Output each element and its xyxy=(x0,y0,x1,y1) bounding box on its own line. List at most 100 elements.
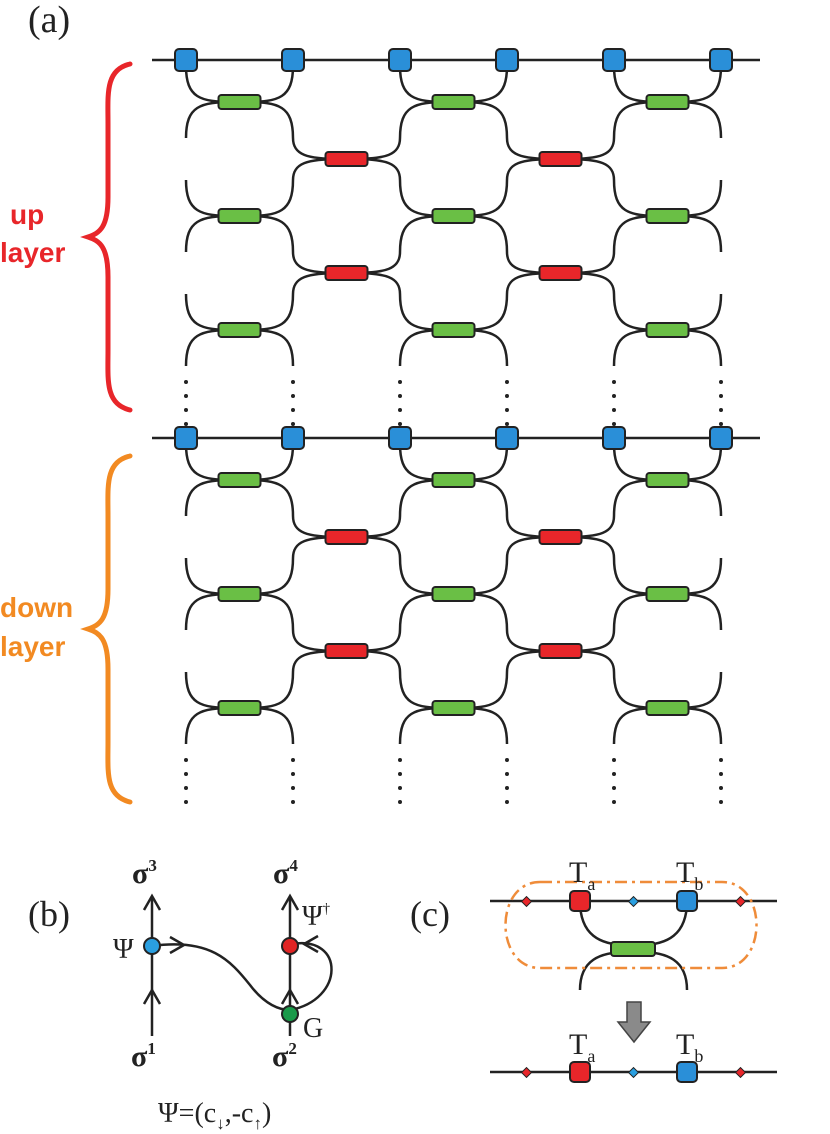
blue-tensor xyxy=(174,48,198,72)
psi-equation: Ψ=(c↓,-c↑) xyxy=(158,1098,271,1133)
tensor-tb-upper xyxy=(676,890,698,912)
diamond-right-lower xyxy=(734,1066,747,1079)
ellipsis-dot xyxy=(719,422,723,426)
diamond-center-upper xyxy=(627,895,640,908)
ellipsis-dot xyxy=(398,422,402,426)
tb-label-lower: Tb xyxy=(676,1028,703,1066)
ellipsis-dot xyxy=(505,800,509,804)
sigma-bottom-right: σ2 xyxy=(272,1039,297,1073)
down-arrow xyxy=(616,1001,652,1044)
green-tensor xyxy=(431,94,476,110)
ellipsis-dot xyxy=(505,422,509,426)
ellipsis-dot xyxy=(719,394,723,398)
green-tensor xyxy=(610,941,656,957)
ellipsis-dot xyxy=(398,380,402,384)
green-tensor xyxy=(431,322,476,338)
red-tensor xyxy=(324,151,369,167)
down-layer-label-line2: layer xyxy=(0,631,65,662)
up-layer-label-line1: up xyxy=(10,199,44,230)
ellipsis-dot xyxy=(719,786,723,790)
ellipsis-dot xyxy=(612,394,616,398)
ellipsis-dot xyxy=(398,758,402,762)
ellipsis-dot xyxy=(398,408,402,412)
blue-tensor xyxy=(495,426,519,450)
panel-a-tensor-network xyxy=(80,48,760,805)
ellipsis-dot xyxy=(398,800,402,804)
ellipsis-dot xyxy=(719,380,723,384)
diamond-left-upper xyxy=(520,895,533,908)
ellipsis-dot xyxy=(398,772,402,776)
green-tensor xyxy=(431,208,476,224)
blue-tensor xyxy=(174,426,198,450)
ellipsis-dot xyxy=(291,772,295,776)
tensor-ta-upper xyxy=(569,890,591,912)
ellipsis-dot xyxy=(291,380,295,384)
ellipsis-dot xyxy=(291,758,295,762)
tb-label-upper: Tb xyxy=(676,856,703,894)
ellipsis-dot xyxy=(505,786,509,790)
diamond-center-lower xyxy=(627,1066,640,1079)
panel-c-label: (c) xyxy=(410,894,450,934)
g-node xyxy=(281,1005,299,1023)
blue-tensor xyxy=(388,426,412,450)
ellipsis-dot xyxy=(719,408,723,412)
green-tensor xyxy=(217,472,262,488)
ellipsis-dot xyxy=(291,422,295,426)
red-tensor xyxy=(538,265,583,281)
diamond-right-upper xyxy=(734,895,747,908)
panel-a-label: (a) xyxy=(28,0,70,41)
ellipsis-dot xyxy=(505,394,509,398)
ellipsis-dot xyxy=(505,758,509,762)
ellipsis-dot xyxy=(612,800,616,804)
red-tensor xyxy=(538,151,583,167)
psi-dagger-label: Ψ† xyxy=(302,901,331,932)
ellipsis-dot xyxy=(291,786,295,790)
ellipsis-dot xyxy=(184,800,188,804)
coarse-grain-region xyxy=(504,880,758,970)
down-layer-label-line1: down xyxy=(0,592,73,623)
green-tensor xyxy=(217,208,262,224)
green-tensor xyxy=(645,472,690,488)
ellipsis-dot xyxy=(505,408,509,412)
blue-tensor xyxy=(602,426,626,450)
red-tensor xyxy=(538,529,583,545)
psi-node xyxy=(143,937,161,955)
sigma-top-left: σ3 xyxy=(132,856,157,890)
green-tensor xyxy=(217,94,262,110)
ellipsis-dot xyxy=(184,422,188,426)
ellipsis-dot xyxy=(612,422,616,426)
green-tensor xyxy=(645,322,690,338)
green-tensor xyxy=(431,472,476,488)
ellipsis-dot xyxy=(612,408,616,412)
green-tensor xyxy=(431,586,476,602)
ellipsis-dot xyxy=(719,758,723,762)
ellipsis-dot xyxy=(719,772,723,776)
ellipsis-dot xyxy=(398,394,402,398)
up-layer-label-line2: layer xyxy=(0,237,65,268)
red-tensor xyxy=(324,643,369,659)
green-tensor xyxy=(217,322,262,338)
blue-tensor xyxy=(388,48,412,72)
ellipsis-dot xyxy=(612,786,616,790)
blue-tensor xyxy=(281,48,305,72)
sigma-bottom-left: σ1 xyxy=(131,1039,156,1073)
green-tensor xyxy=(645,700,690,716)
ellipsis-dot xyxy=(184,408,188,412)
ta-label-lower: Ta xyxy=(569,1028,595,1066)
green-tensor xyxy=(645,208,690,224)
green-tensor xyxy=(645,586,690,602)
ellipsis-dot xyxy=(184,786,188,790)
down-layer-bracket xyxy=(80,453,133,805)
psi-propagator-line xyxy=(151,943,291,1012)
green-tensor xyxy=(431,700,476,716)
red-tensor xyxy=(324,529,369,545)
panel-b-label: (b) xyxy=(28,894,70,934)
ta-label-upper: Ta xyxy=(569,856,595,894)
red-tensor xyxy=(538,643,583,659)
g-label: G xyxy=(303,1013,323,1044)
ellipsis-dot xyxy=(505,380,509,384)
blue-tensor xyxy=(709,48,733,72)
ellipsis-dot xyxy=(612,380,616,384)
diamond-left-lower xyxy=(520,1066,533,1079)
